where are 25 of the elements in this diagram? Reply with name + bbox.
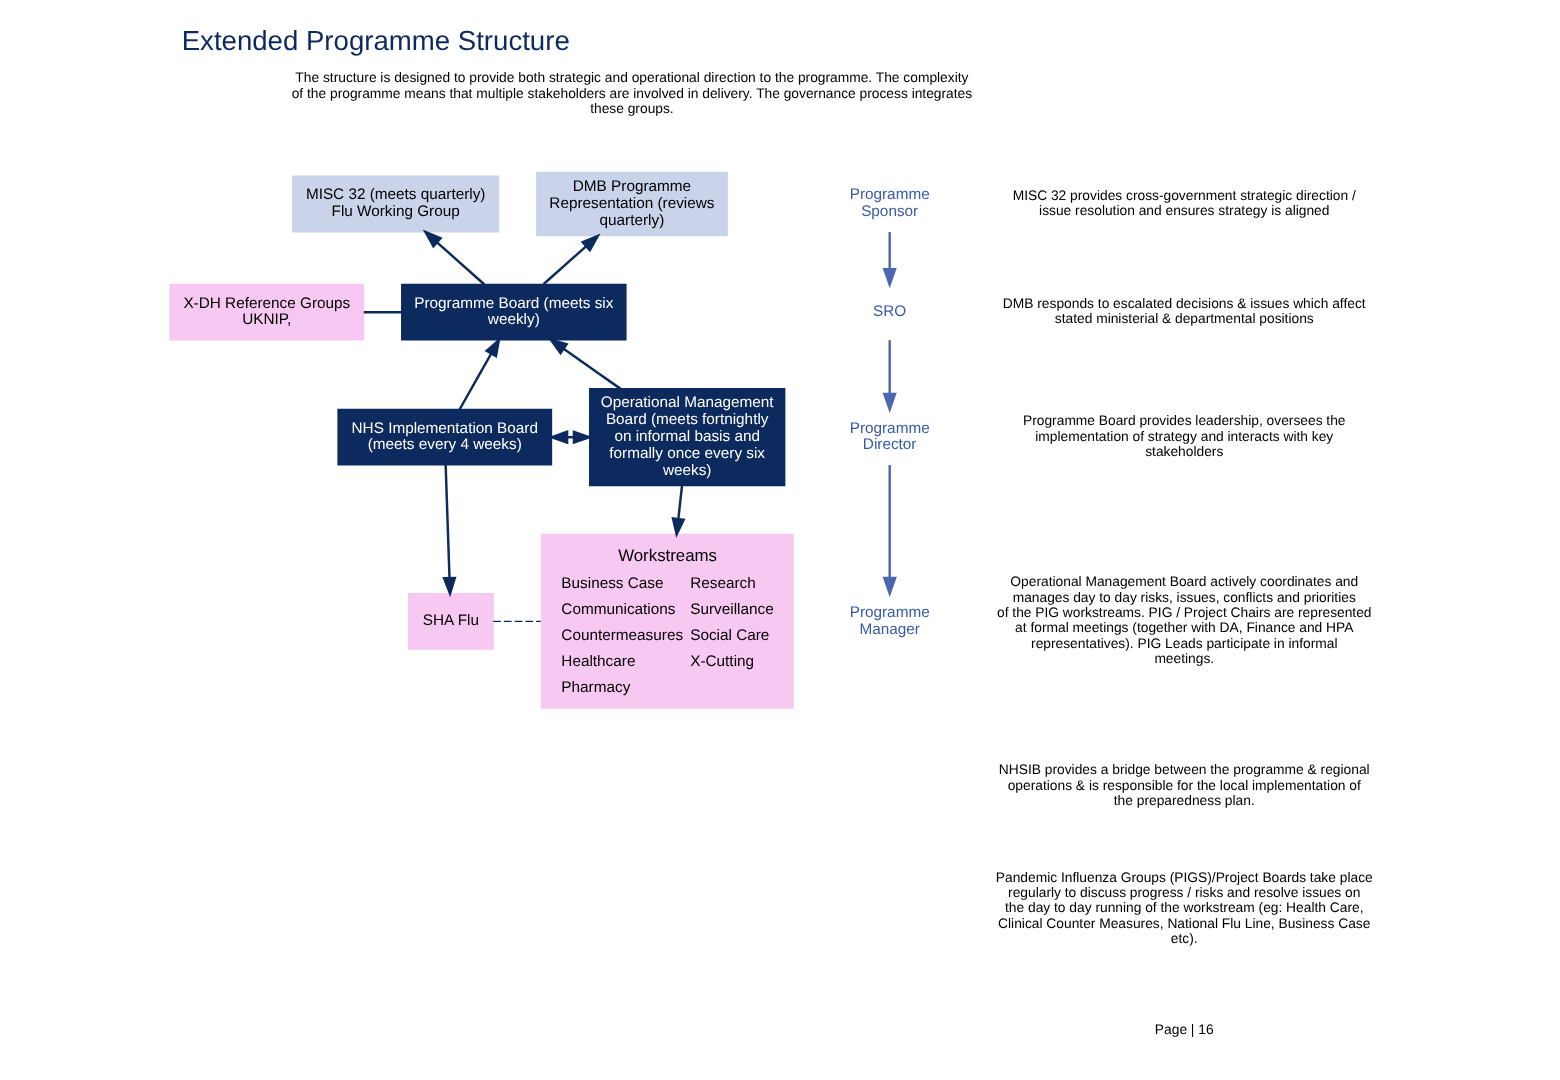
node-box: X-DH Reference Groups UKNIP, [169,283,365,341]
node-box: Workstreams Business Case Research Communications Surveillance Countermeasures Social Care Healthcare X-Cutting Pharmacy [540,533,794,709]
arrow [882,465,897,598]
diagram-title: Extended Programme Structure [181,26,570,57]
arrow [671,485,686,539]
arrow [548,430,594,445]
node-box: Programme Board (meets six weekly) [401,283,627,341]
node-box: Operational Management Board (meets fortnightly on informal basis and formally once every six weeks) [589,388,786,487]
arrow [442,465,457,598]
node-text: Programme Sponsor [849,185,930,221]
arrow [547,337,622,390]
node-box: MISC 32 (meets quarterly) Flu Working Group [292,175,500,233]
arrow [542,233,601,286]
node-text: SRO [873,302,907,320]
arrow [422,229,486,286]
node-box: SHA Flu [407,592,494,650]
arrow [882,232,897,289]
node-box: NHS Implementation Board (meets every 4 weeks) [337,408,553,466]
arrow [882,340,897,413]
node-box: DMB Programme Representation (reviews quarterly) [536,171,728,237]
arrow [458,336,501,410]
connector [363,310,402,314]
node-text: Programme Director [849,418,930,454]
node-text: Programme Manager [849,602,930,638]
connector [492,620,542,622]
